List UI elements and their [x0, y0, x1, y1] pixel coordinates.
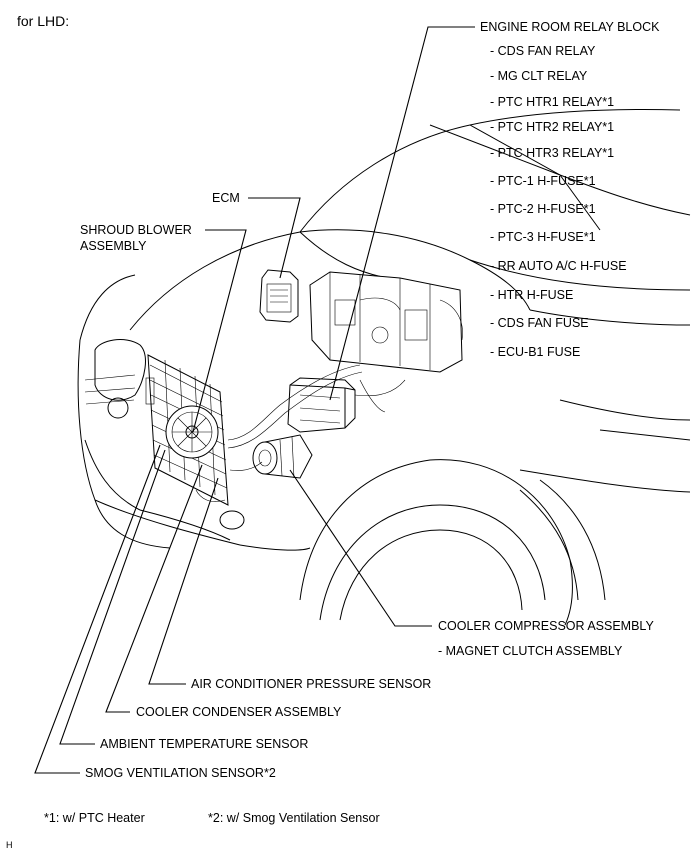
relay-item: - CDS FAN FUSE: [490, 316, 589, 330]
relay-item: - PTC HTR3 RELAY*1: [490, 146, 615, 160]
ecm-label: ECM: [212, 191, 240, 205]
compressor-label: COOLER COMPRESSOR ASSEMBLY: [438, 619, 654, 633]
magnet-clutch-label: - MAGNET CLUTCH ASSEMBLY: [438, 644, 623, 658]
pressure-sensor-label: AIR CONDITIONER PRESSURE SENSOR: [191, 677, 432, 691]
refrigerant-pipes: [195, 364, 406, 502]
relay-item: - PTC-2 H-FUSE*1: [490, 202, 596, 216]
relay-item: - HTR H-FUSE: [490, 288, 574, 302]
shroud-blower-label-line1: SHROUD BLOWER: [80, 223, 192, 237]
relay-item: - CDS FAN RELAY: [490, 44, 596, 58]
corner-mark: H: [6, 840, 13, 850]
leader-lines: [34, 26, 475, 774]
relay-block-label: ENGINE ROOM RELAY BLOCK: [480, 20, 660, 34]
relay-block-drawing: [287, 377, 356, 433]
relay-item: - ECU-B1 FUSE: [490, 345, 581, 359]
ecm-drawing: [259, 269, 299, 323]
heater-unit-drawing: [309, 271, 463, 373]
smog-sensor-label: SMOG VENTILATION SENSOR*2: [85, 766, 276, 780]
variant-heading: for LHD:: [17, 13, 70, 29]
relay-item: - MG CLT RELAY: [490, 69, 588, 83]
vehicle-body-outline: [77, 109, 691, 626]
footnote-1: *1: w/ PTC Heater: [44, 811, 145, 825]
ambient-sensor-label: AMBIENT TEMPERATURE SENSOR: [100, 737, 309, 751]
relay-item: - PTC-1 H-FUSE*1: [490, 174, 596, 188]
relay-item: - PTC-3 H-FUSE*1: [490, 230, 596, 244]
relay-item: - PTC HTR1 RELAY*1: [490, 95, 615, 109]
condenser-drawing: [145, 354, 229, 506]
shroud-blower-label-line2: ASSEMBLY: [80, 239, 147, 253]
condenser-label: COOLER CONDENSER ASSEMBLY: [136, 705, 342, 719]
compressor-drawing: [252, 434, 313, 479]
relay-item: - RR AUTO A/C H-FUSE: [490, 259, 627, 273]
relay-item: - PTC HTR2 RELAY*1: [490, 120, 615, 134]
footnote-2: *2: w/ Smog Ventilation Sensor: [208, 811, 380, 825]
